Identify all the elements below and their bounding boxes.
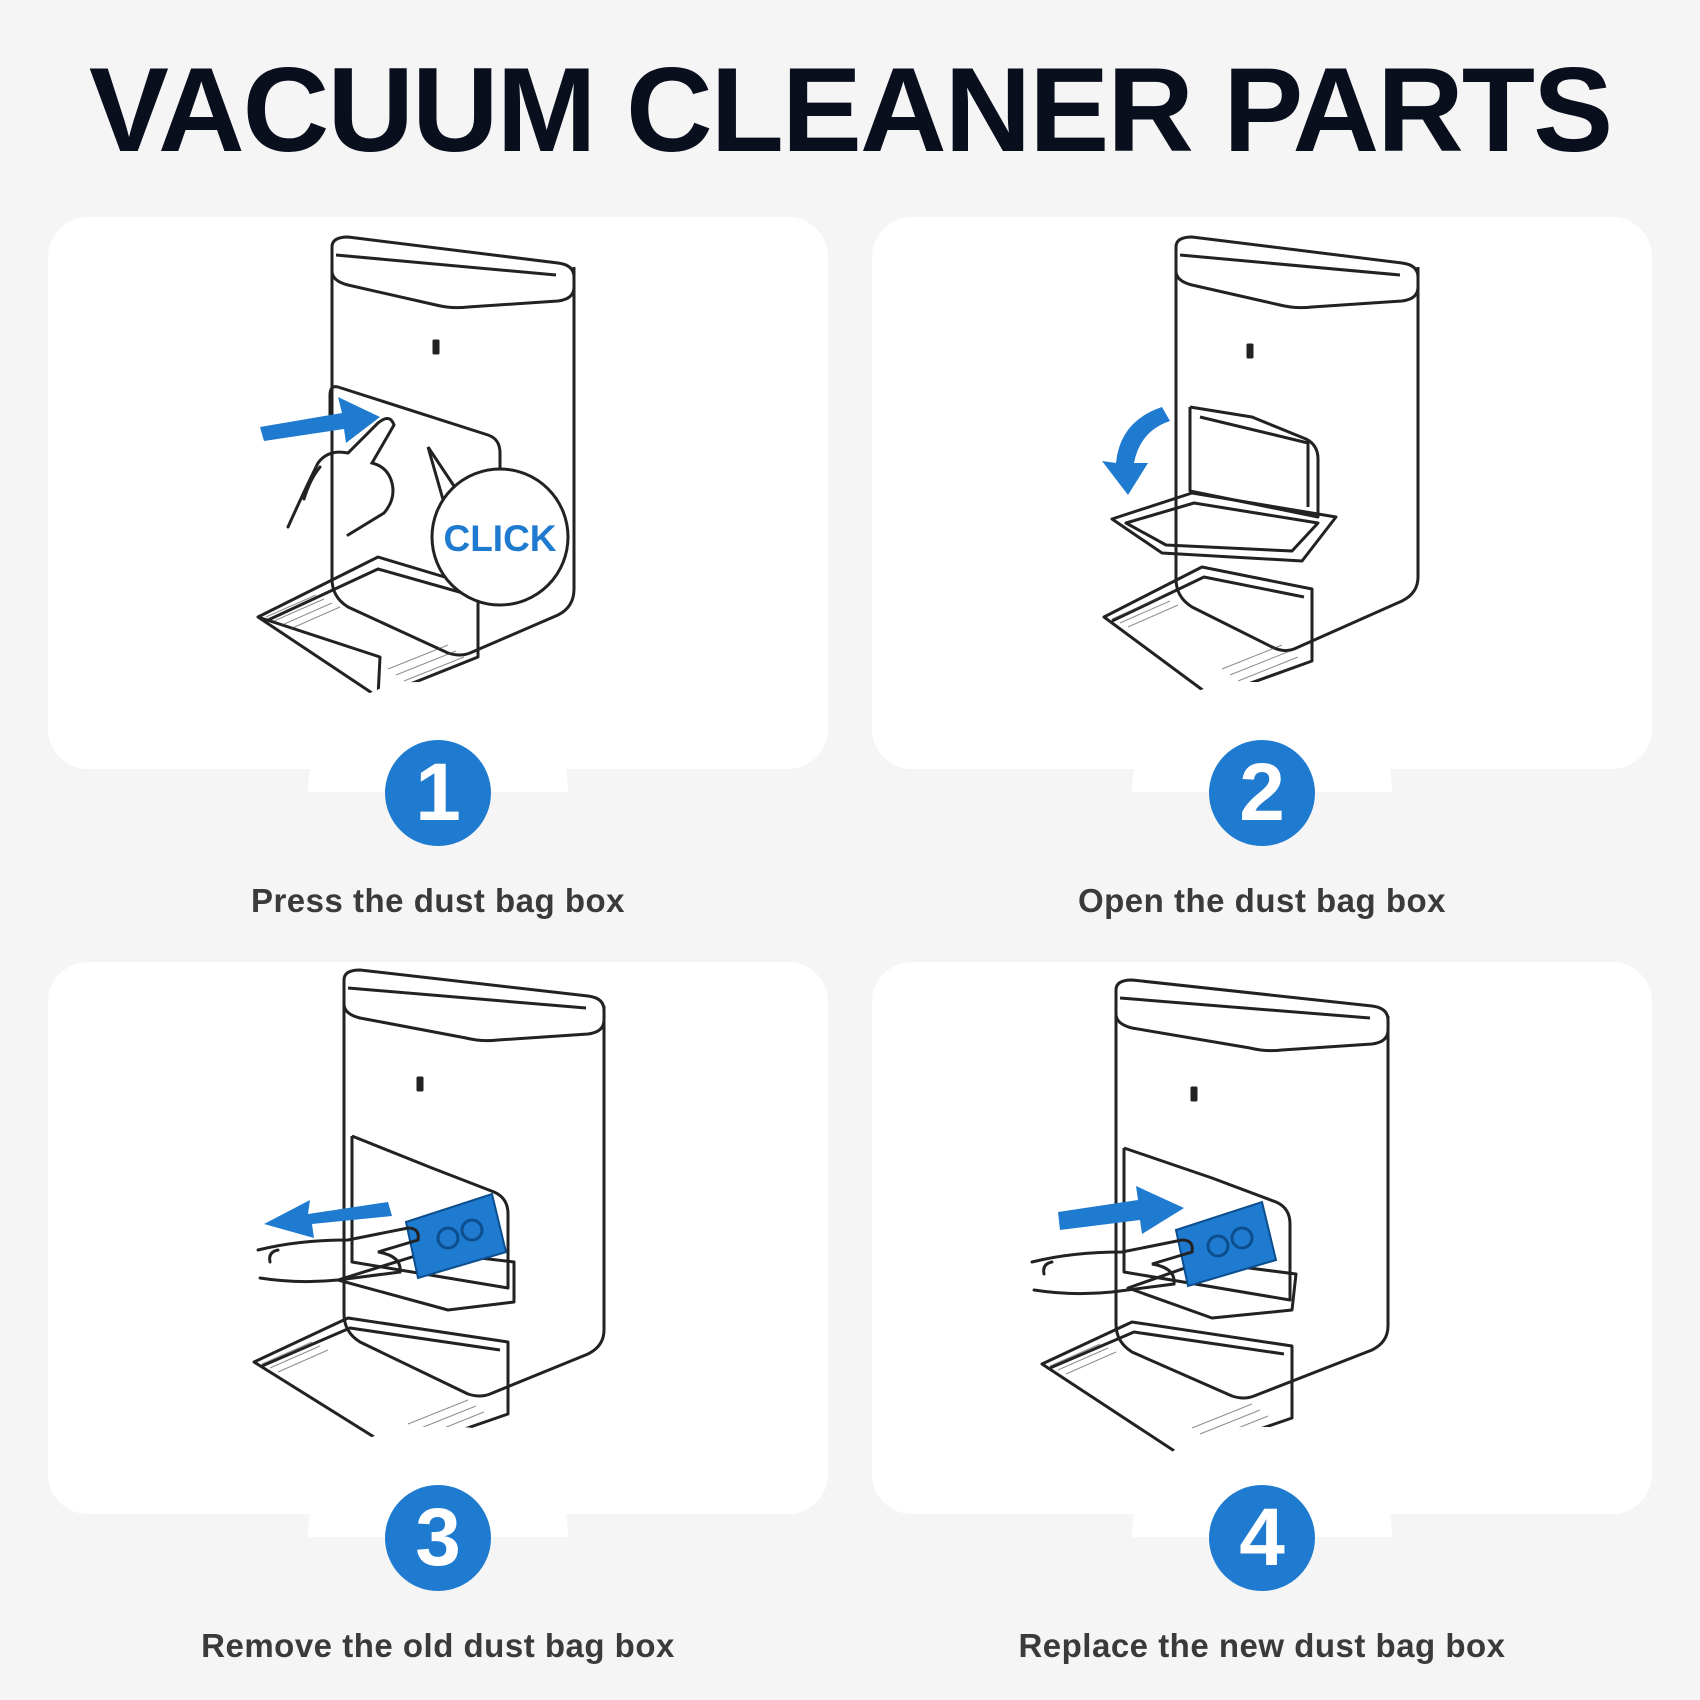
step-1-badge: 1 [385, 740, 491, 846]
step-2-badge: 2 [1209, 740, 1315, 846]
dust-bag-card [404, 1192, 508, 1280]
arrow-right-icon [260, 397, 380, 443]
step-1-caption: Press the dust bag box [250, 882, 626, 919]
step-2-caption: Open the dust bag box [1077, 882, 1446, 919]
dust-station-illustration: CLICK [256, 235, 576, 699]
page-title: VACUUM CLEANER PARTS [88, 43, 1613, 177]
step-4-badge: 4 [1209, 1485, 1315, 1591]
step-1-panel: CLICK [48, 217, 828, 769]
click-callout: CLICK [426, 446, 570, 607]
step-3-panel [48, 962, 828, 1514]
step-3-badge: 3 [385, 1485, 491, 1591]
step-4-panel [872, 962, 1652, 1514]
click-label: CLICK [443, 518, 556, 559]
step-4-caption: Replace the new dust bag box [1018, 1627, 1506, 1664]
dust-bag-card [1174, 1200, 1278, 1288]
dust-station-illustration [1102, 235, 1420, 699]
arrow-left-icon [264, 1200, 392, 1238]
dust-station-illustration [1030, 978, 1390, 1458]
step-2-panel [872, 217, 1652, 769]
curved-arrow-down-icon [1102, 407, 1170, 495]
step-3-caption: Remove the old dust bag box [201, 1627, 675, 1664]
dust-station-illustration [252, 968, 606, 1454]
arrow-right-icon [1058, 1186, 1184, 1234]
